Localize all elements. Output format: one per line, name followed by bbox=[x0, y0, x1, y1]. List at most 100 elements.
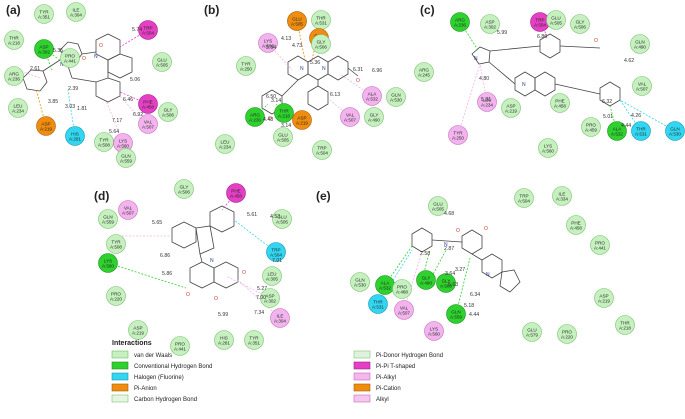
residue-disc bbox=[436, 273, 456, 293]
residue-disc bbox=[416, 270, 436, 290]
residue-disc bbox=[615, 315, 635, 335]
legend-item: Pi-Pi T-shaped bbox=[353, 361, 415, 370]
legend-label: Conventional Hydrogen Bond bbox=[134, 364, 212, 370]
residue-disc bbox=[607, 121, 627, 141]
legend-item: Pi-Alkyl bbox=[353, 372, 396, 381]
legend-swatch bbox=[353, 361, 371, 370]
residue-disc bbox=[570, 14, 590, 34]
nitrogen-atom: N bbox=[444, 242, 448, 248]
distance-label: 6.86 bbox=[160, 253, 170, 259]
distance-label: 2.39 bbox=[68, 86, 78, 92]
distance-label: 6.96 bbox=[372, 68, 382, 74]
panel-label: (c) bbox=[420, 3, 435, 17]
legend-swatch bbox=[111, 394, 129, 403]
distance-label: 7.34 bbox=[254, 310, 264, 316]
distance-label: 4.26 bbox=[631, 113, 641, 119]
distance-label: 7.01 bbox=[272, 258, 282, 264]
panel-e-molecule bbox=[411, 227, 521, 293]
legend-swatch bbox=[353, 394, 371, 403]
distance-label: 5.27 bbox=[257, 286, 267, 292]
residue-disc bbox=[394, 300, 414, 320]
distance-label: 5.61 bbox=[247, 212, 257, 218]
distance-label: 6.46 bbox=[123, 97, 133, 103]
residue-disc bbox=[630, 34, 650, 54]
distance-label: 5.86 bbox=[162, 271, 172, 277]
residue-disc bbox=[98, 209, 118, 229]
residue-disc bbox=[446, 304, 466, 324]
residue-disc bbox=[98, 253, 118, 273]
panel-e-atoms: O O N N bbox=[444, 226, 490, 278]
panel-c-atoms: N N O bbox=[474, 38, 598, 88]
distance-label: 4.62 bbox=[624, 58, 634, 64]
residue-disc bbox=[590, 235, 610, 255]
panel-label-layer: (a)(b)(c)(d)(e) bbox=[6, 3, 435, 203]
residue-disc bbox=[448, 125, 468, 145]
residue-disc bbox=[158, 102, 178, 122]
legend-label: van der Waals bbox=[134, 353, 172, 359]
panel-d-atoms: O O N O bbox=[186, 258, 246, 302]
legend-swatch bbox=[353, 350, 371, 359]
distance-label: 2.58 bbox=[420, 251, 430, 257]
nitrogen-atom: N bbox=[322, 66, 326, 72]
oxygen-atom: O bbox=[242, 270, 246, 276]
distance-label: 3.85 bbox=[48, 99, 58, 105]
residue-disc bbox=[65, 126, 85, 146]
legend-swatch bbox=[111, 372, 129, 381]
distance-label: 3.14 bbox=[281, 123, 291, 129]
oxygen-atom: O bbox=[214, 296, 218, 302]
residue-disc bbox=[60, 48, 80, 68]
residue-disc bbox=[8, 98, 28, 118]
legend-swatch bbox=[353, 383, 371, 392]
legend-swatch bbox=[111, 383, 129, 392]
oxygen-atom: O bbox=[594, 38, 598, 44]
